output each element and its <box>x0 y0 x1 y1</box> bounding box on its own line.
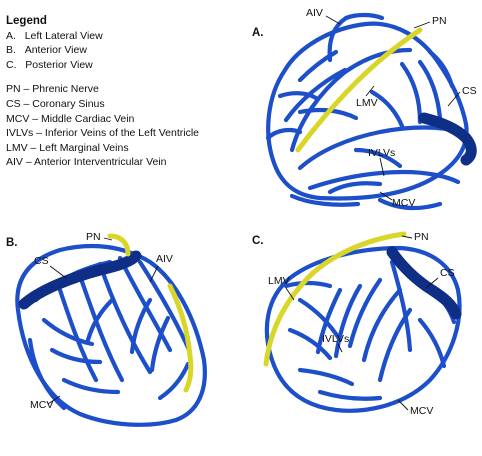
panel-a-label-lmv: LMV <box>356 97 378 109</box>
panel-b: B. PN CS AIV MCV <box>6 231 205 425</box>
panel-b-label-cs: CS <box>34 255 49 267</box>
panel-c-label-ivlvs: IVLVs <box>322 333 349 345</box>
panel-a-letter: A. <box>252 27 264 39</box>
panel-c-label-mcv: MCV <box>410 405 433 417</box>
panel-a-label-ivlvs: IVLVs <box>368 147 395 159</box>
panel-c-letter: C. <box>252 235 264 247</box>
panel-a-veins <box>268 15 467 208</box>
panel-b-letter: B. <box>6 237 18 249</box>
panel-c-label-cs: CS <box>440 267 455 279</box>
panel-c-label-lmv: LMV <box>268 275 290 287</box>
panel-a-label-pn: PN <box>432 15 447 27</box>
panel-b-label-aiv: AIV <box>156 253 173 265</box>
panel-b-label-mcv: MCV <box>30 399 53 411</box>
panel-a-label-cs: CS <box>462 85 477 97</box>
panel-a-label-mcv: MCV <box>392 197 415 209</box>
panel-c: C. PN LMV CS IVLVs MCV <box>252 231 460 417</box>
panel-c-label-pn: PN <box>414 231 429 243</box>
panel-a-label-aiv: AIV <box>306 7 323 19</box>
panel-b-label-pn: PN <box>86 231 101 243</box>
panel-c-veins <box>267 248 460 411</box>
panel-a: A. AIV PN CS LMV IVLVs MCV <box>252 7 477 209</box>
